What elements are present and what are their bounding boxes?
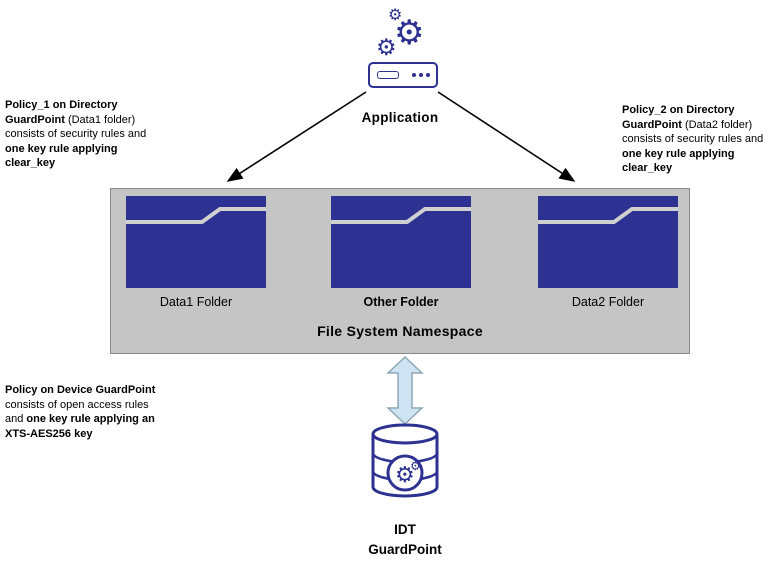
idt-label-line1: IDT (394, 522, 416, 537)
folder-icon-data2 (538, 196, 678, 288)
gear-icon: ⚙ (388, 7, 403, 24)
gear-icon: ⚙ (395, 463, 415, 488)
gear-icon: ⚙ (376, 34, 397, 60)
folder-icon-other (331, 196, 471, 288)
device-policy-note-body: consists of open access rules and (5, 398, 149, 426)
gear-badge-icon (386, 454, 424, 492)
arrow-app-to-data1-icon (226, 91, 367, 182)
database-icon: ⚙ ⚙ (371, 423, 439, 498)
policy2-note-body: (Data2 folder) consists of security rule… (622, 118, 764, 146)
device-slot-icon (377, 71, 399, 79)
folder-icon-data1 (126, 196, 266, 288)
double-arrow-namespace-to-idt-icon (386, 355, 424, 426)
idt-label-line2: GuardPoint (368, 541, 442, 557)
policy2-note: Policy_2 on Directory GuardPoint (Data2 … (622, 103, 772, 176)
device-box-icon (368, 62, 438, 88)
gear-icon: ⚙ (410, 459, 421, 473)
device-dots-icon (412, 73, 430, 77)
policy1-note-body: (Data1 folder) consists of security rule… (5, 113, 147, 141)
policy1-note-lead: Policy_1 on Directory GuardPoint (5, 99, 118, 126)
folder-label-data1: Data1 Folder (159, 295, 233, 309)
device-policy-note-tail: one key rule applying an XTS-AES256 key (5, 413, 155, 440)
application-label: Application (361, 110, 439, 125)
device-policy-note-lead: Policy on Device GuardPoint (5, 384, 156, 396)
policy1-note: Policy_1 on Directory GuardPoint (Data1 … (5, 98, 157, 171)
gear-icon: ⚙ (394, 14, 425, 52)
file-system-namespace-title: File System Namespace (317, 323, 483, 339)
policy2-note-lead: Policy_2 on Directory GuardPoint (622, 104, 735, 131)
policy2-note-tail: one key rule applying clear_key (622, 147, 735, 175)
idt-guardpoint-label: IDT GuardPoint (340, 520, 470, 559)
policy1-note-tail: one key rule applying clear_key (5, 142, 118, 170)
device-policy-note: Policy on Device GuardPoint consists of … (5, 383, 157, 441)
file-system-namespace-panel: Data1 Folder Other Folder Data2 Folder F… (110, 188, 690, 354)
folder-label-data2: Data2 Folder (571, 295, 645, 309)
arrow-app-to-data2-icon (437, 91, 576, 182)
folder-label-other: Other Folder (363, 295, 439, 309)
application-icon: ⚙ ⚙ ⚙ (358, 7, 448, 92)
